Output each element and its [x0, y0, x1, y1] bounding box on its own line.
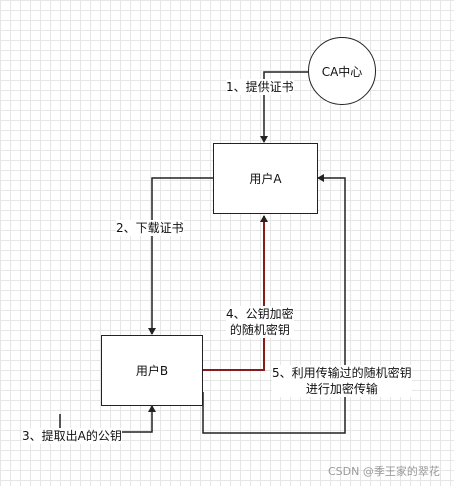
label-encrypted-transfer-line1: 5、利用传输过的随机密钥	[272, 366, 412, 380]
label-encrypt-key-line2: 的随机密钥	[229, 323, 290, 337]
label-encrypt-key: 4、公钥加密 的随机密钥	[226, 306, 294, 338]
user-b-node: 用户B	[101, 335, 203, 406]
label-extract-key: 3、提取出A的公钥	[22, 428, 122, 444]
arrow-encrypt-key	[203, 215, 268, 371]
user-a-node: 用户A	[213, 143, 318, 214]
user-a-label: 用户A	[249, 172, 282, 186]
ca-center-label: CA中心	[321, 64, 363, 79]
label-encrypt-key-line1: 4、公钥加密	[226, 307, 294, 321]
ca-center-node: CA中心	[308, 37, 376, 105]
label-download-cert: 2、下载证书	[116, 220, 184, 236]
arrow-encrypted-transfer	[202, 174, 346, 434]
label-provide-cert: 1、提供证书	[226, 79, 294, 95]
label-encrypted-transfer: 5、利用传输过的随机密钥 进行加密传输	[272, 365, 412, 397]
label-encrypted-transfer-line2: 进行加密传输	[305, 382, 378, 396]
arrow-provide-cert	[260, 71, 308, 143]
arrow-download-cert	[148, 177, 213, 335]
user-b-label: 用户B	[135, 364, 169, 378]
watermark: CSDN @季王家的翠花	[328, 465, 440, 478]
